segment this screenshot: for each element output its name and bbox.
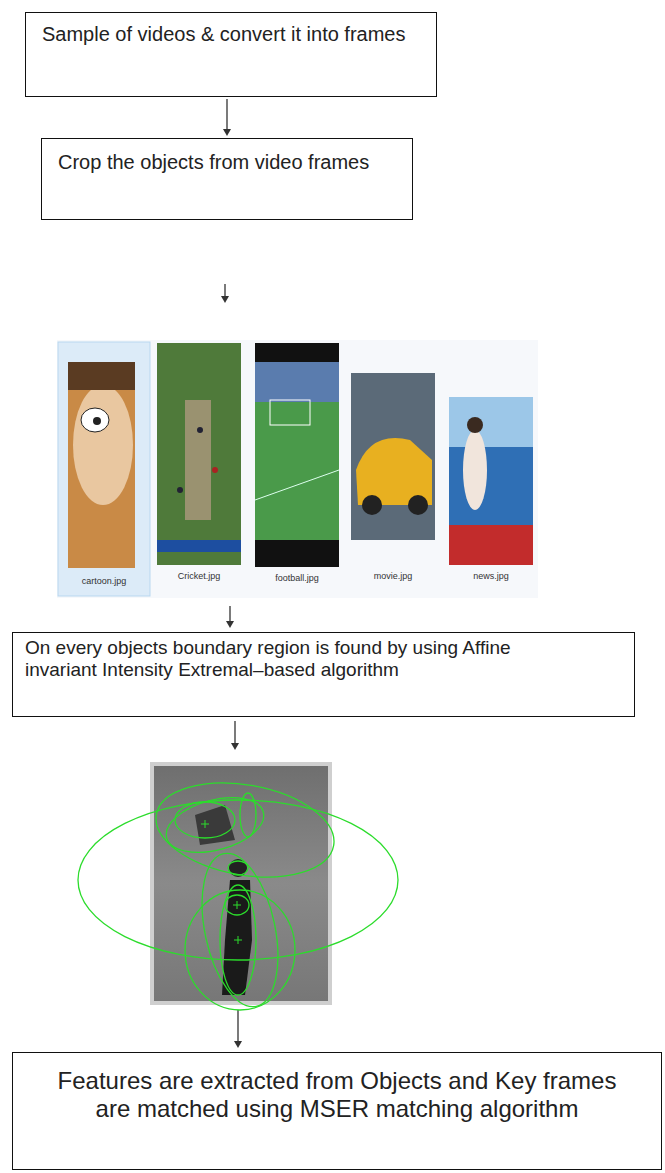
mser-result-image (78, 762, 398, 1014)
thumbnail-caption: Cricket.jpg (178, 571, 221, 581)
thumbnail-caption: cartoon.jpg (82, 576, 127, 586)
box-text: On every objects boundary region is foun… (25, 637, 564, 682)
flow-arrow (223, 99, 231, 136)
box-text: Crop the objects from video frames (58, 151, 396, 175)
thumbnail-caption: football.jpg (275, 573, 319, 583)
process-box: Features are extracted from Objects and … (12, 1052, 662, 1170)
process-box: Crop the objects from video frames (41, 138, 413, 220)
box-text: Sample of videos & convert it into frame… (42, 23, 420, 47)
process-box: On every objects boundary region is foun… (12, 632, 635, 717)
thumbnail-caption: movie.jpg (374, 571, 413, 581)
thumbnail-caption: news.jpg (473, 571, 509, 581)
thumbnail-strip (57, 340, 538, 598)
process-box: Sample of videos & convert it into frame… (25, 12, 437, 97)
box-text: Features are extracted from Objects and … (53, 1067, 621, 1124)
